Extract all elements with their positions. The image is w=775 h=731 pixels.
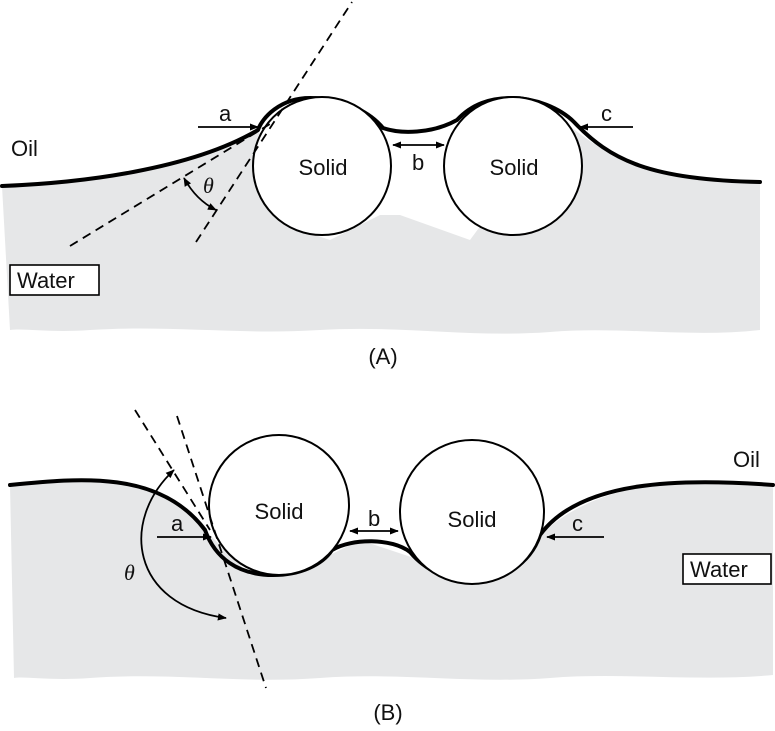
caption-b: (B) — [373, 700, 402, 725]
label-a-a: a — [219, 101, 232, 126]
label-c-b: c — [572, 511, 583, 536]
contact-angle-arc-b — [140, 469, 227, 621]
label-c-a: c — [601, 101, 612, 126]
solid-label-left-b: Solid — [255, 499, 304, 524]
tangent-line-solid-a — [195, 1, 353, 243]
water-label-b: Water — [690, 557, 748, 582]
panel-b: a b c θ Solid Solid Oil Water (B) — [8, 409, 775, 725]
solid-label-left-a: Solid — [299, 155, 348, 180]
tangent-line-interface-a — [69, 123, 271, 247]
oil-label-b: Oil — [733, 447, 760, 472]
label-a-b: a — [171, 511, 184, 536]
solid-particle-left-a — [252, 96, 392, 236]
tangent-line-interface-b — [134, 409, 211, 531]
caption-a: (A) — [368, 344, 397, 369]
oil-label-a: Oil — [11, 136, 38, 161]
water-label-a: Water — [17, 268, 75, 293]
label-b-a: b — [412, 150, 424, 175]
theta-label-b: θ — [124, 560, 135, 585]
panel-a: a b c θ Solid Solid Oil Water (A) — [0, 1, 762, 369]
solid-particle-right-b — [399, 439, 545, 585]
solid-particle-right-a — [443, 96, 583, 236]
water-label-box-a — [9, 264, 100, 296]
contact-angle-arc-a — [183, 177, 217, 211]
solid-label-right-b: Solid — [448, 507, 497, 532]
solid-label-right-a: Solid — [490, 155, 539, 180]
label-b-b: b — [368, 506, 380, 531]
theta-label-a: θ — [203, 173, 214, 198]
water-label-box-b — [682, 553, 772, 585]
